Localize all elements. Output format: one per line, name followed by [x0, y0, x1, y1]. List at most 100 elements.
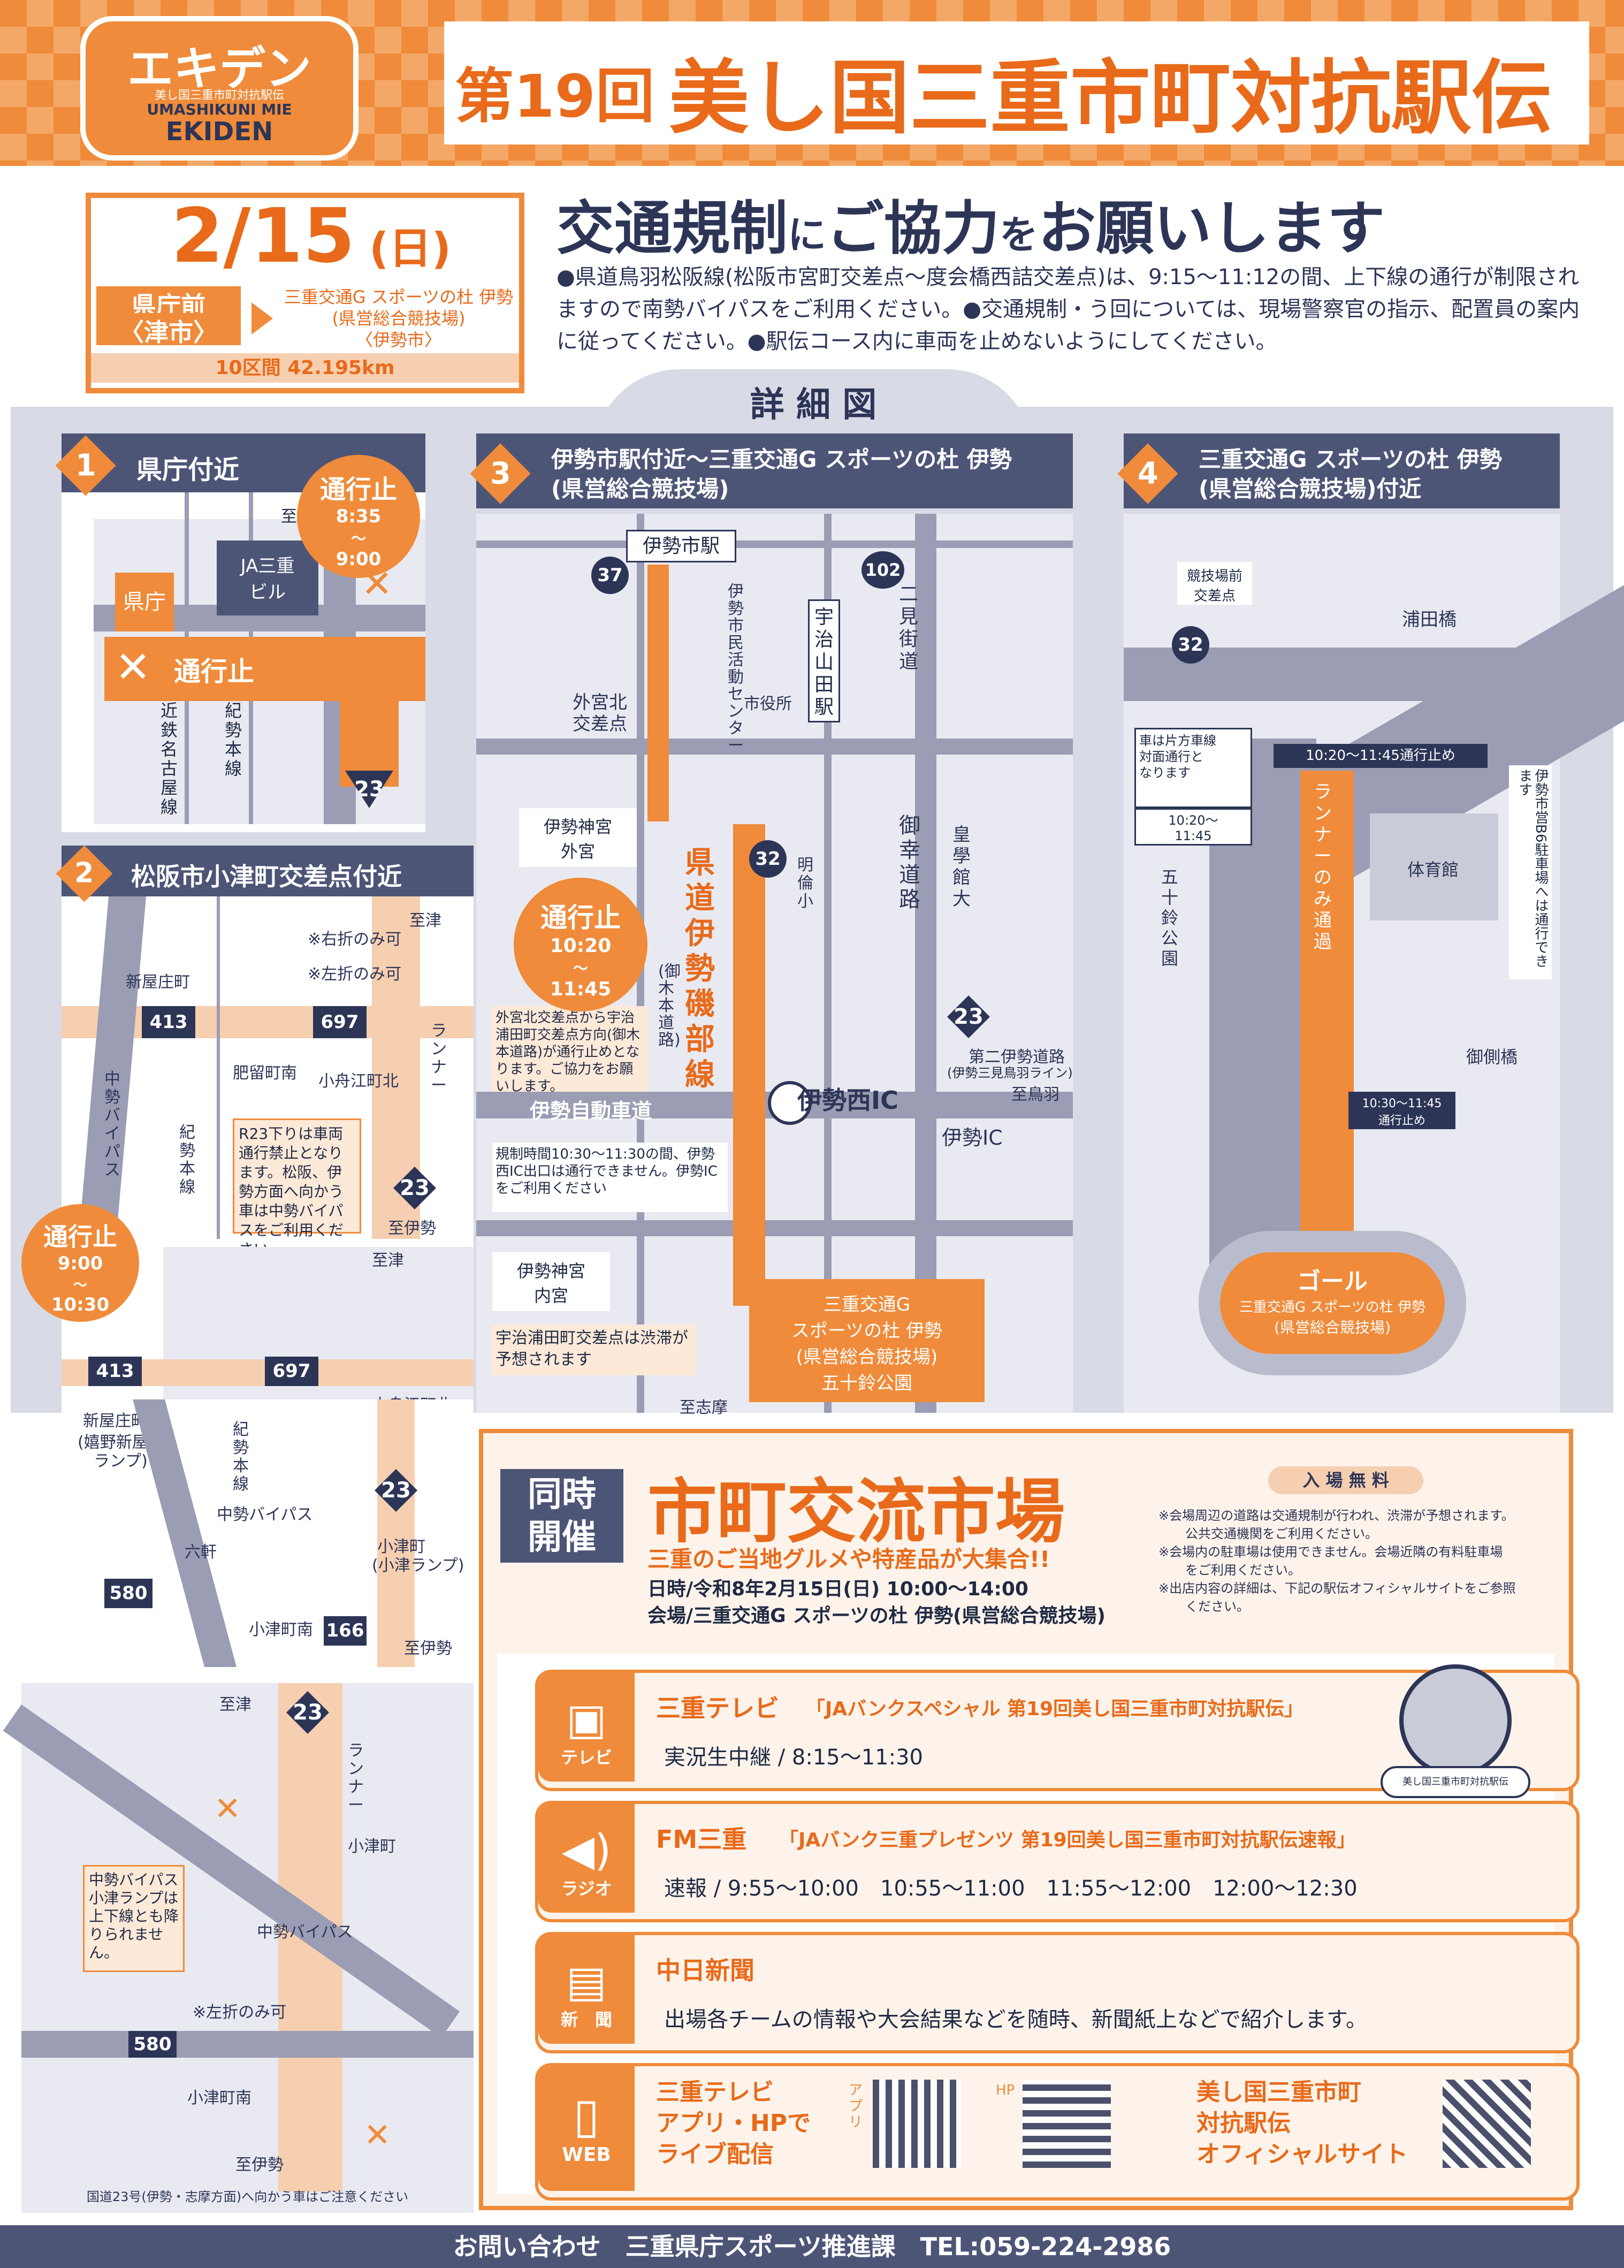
sec2-to-ise2: 至伊勢 [404, 1639, 452, 1658]
sec2-to-tsu2: 至津 [372, 1251, 404, 1270]
sec3-venue1: 三重交通G [823, 1294, 911, 1315]
sec1-ja-building: JA三重 ビル [217, 541, 318, 615]
sec3-time2: 〜 [573, 960, 588, 977]
sec3-title-l2: (県営総合競技場) [551, 476, 729, 502]
mascot-head [1399, 1664, 1512, 1777]
sec2-rail [217, 896, 220, 1239]
sec3-mikimoto: (御木本道路) [658, 962, 681, 1049]
tv-detail: 実況生中継 / 8:15〜11:30 [664, 1745, 924, 1770]
sec2-to-ise3: 至伊勢 [235, 2156, 284, 2174]
sec3-venue3: (県営総合競技場) [796, 1346, 938, 1368]
tv-icon-box: ▣ テレビ [538, 1673, 635, 1782]
sec3-toba: 至鳥羽 [1011, 1085, 1059, 1104]
sec3-civic: 伊勢市民活動センター [728, 582, 744, 755]
radio-program: 「JAバンク三重プレゼンツ 第19回美し国三重市町対抗駅伝速報」 [779, 1829, 1356, 1851]
sec3-naiku1: 伊勢神宮 [516, 1261, 585, 1281]
sec4-parking: 伊勢市営B6駐車場へは通行できます [1509, 765, 1552, 979]
sec2-title: 松阪市小津町交差点付近 [131, 862, 402, 891]
sec3-second-sub: (伊勢三見鳥羽ライン) [947, 1065, 1073, 1080]
sec2-ozu3: 小津町 [348, 1837, 396, 1856]
paper-icon-box: ▤ 新 聞 [538, 1935, 635, 2044]
app-qr-icon[interactable] [873, 2080, 961, 2168]
sec2-bottom-map: 至津 23 ランナー 小津町 中勢バイパス 中勢バイパス小津ランプは上下線とも降… [3, 1683, 474, 2213]
sec4-num: 4 [1137, 456, 1158, 491]
market-when: 日時/令和8年2月15日(日) 10:00〜14:00 [647, 1578, 1028, 1600]
media-web: ▯ WEB 三重テレビ アプリ・HPで ライブ配信 アプリ HP 美し国三重市町… [535, 2063, 1580, 2201]
sec2-road-580 [21, 2031, 474, 2058]
web-o1: 美し国三重市町 [1196, 2079, 1361, 2106]
race-date: 2/15 [171, 193, 355, 280]
official-qr-icon[interactable] [1443, 2080, 1531, 2168]
sec2-ozu-s: 小津町南 [249, 1620, 313, 1639]
sec4-uratabashi: 浦田橋 [1402, 609, 1457, 630]
smartphone-icon: ▯ [573, 2088, 600, 2144]
paper-detail: 出場各チームの情報や大会結果などを随時、新聞紙上などで紹介します。 [664, 2007, 1367, 2032]
sec4-isuzu: 五十鈴公園 [1161, 867, 1179, 969]
sec2-right-only: ※右折のみ可 [308, 930, 402, 949]
sec2-stop: 通行止 [43, 1222, 117, 1251]
logo-en2: EKIDEN [165, 117, 273, 147]
title-number: 第19回 [455, 62, 655, 131]
mascot-illustration: 美し国三重市町対抗駅伝 [1370, 1654, 1541, 1830]
sec2-to-tsu3: 至津 [219, 1695, 251, 1714]
sec2-r580: 580 [104, 1579, 153, 1608]
logo-en1: UMASHIKUNI MIE [147, 101, 292, 118]
sec4-stop2b: 通行止め [1378, 1114, 1425, 1128]
tv-program: 「JAバンクスペシャル 第19回美し国三重市町対抗駅伝」 [806, 1698, 1304, 1720]
sec4-r32: 32 [1172, 626, 1209, 664]
sec2-caution: 国道23号(伊勢・志摩方面)へ向かう車はご注意ください [86, 2189, 409, 2204]
sec4-stop2a: 10:30〜11:45 [1362, 1097, 1442, 1110]
sec2-time3: 10:30 [51, 1294, 110, 1315]
sec3-gegu2: 外宮 [560, 841, 595, 862]
sec1-num: 1 [75, 448, 96, 483]
market-title: 市町交流市場 [647, 1471, 1065, 1552]
sec2-lower-map: 新屋庄町 (嬉野新屋庄 ランプ) 紀勢本線 中勢バイパス 23 小津町 (小津ラ… [62, 1399, 474, 1667]
sec3-venue4: 五十鈴公園 [821, 1373, 912, 1394]
market-note3b: ください。 [1185, 1599, 1249, 1614]
web-o3: オフィシャルサイト [1196, 2141, 1408, 2168]
sec2-chusei-b [133, 1399, 237, 1667]
sec2-time2: 〜 [73, 1277, 87, 1293]
ekiden-logo: エキデン 美し国三重市町対抗駅伝 UMASHIKUNI MIE EKIDEN [80, 16, 359, 161]
sec3-rail-h [476, 541, 1073, 548]
sec1-stop-badge: 通行止 8:35 〜 9:00 [297, 455, 420, 578]
goal-line2: (県営総合競技場) [332, 308, 466, 329]
sec3-shima: 至志摩 [680, 1398, 728, 1417]
market-sub: 三重のご当地グルメや特産品が大集合!! [647, 1546, 1050, 1572]
sec4-goal1: 三重交通G スポーツの杜 伊勢 [1239, 1299, 1426, 1315]
paper-icon-label: 新 聞 [560, 2010, 612, 2030]
sec2-runner3: ランナー [348, 1741, 364, 1815]
sec3-time1: 10:20 [550, 935, 612, 957]
sec2-left-only: ※左折のみ可 [308, 965, 402, 984]
sec2-ureshino2: ランプ) [94, 1452, 148, 1471]
close-icon: ✕ [214, 1790, 241, 1828]
notice-body: ●県道鳥羽松阪線(松阪市宮町交差点〜度会橋西詰交差点)は、9:15〜11:12の… [556, 265, 1580, 354]
web-o2: 対抗駅伝 [1196, 2110, 1291, 2137]
sec3-venue2: スポーツの杜 伊勢 [791, 1320, 943, 1342]
sec4-stop2-box: 10:30〜11:45 通行止め [1348, 1092, 1455, 1129]
sec3-pref-road: 県道伊勢磯部線 [685, 846, 715, 1092]
notice-title-c: ご協力 [826, 195, 1000, 262]
tv-icon-label: テレビ [560, 1747, 612, 1768]
sec2-to-tsu: 至津 [409, 911, 441, 930]
page-title: 美し国三重市町対抗駅伝 [669, 52, 1552, 145]
goal-line3: 〈伊勢市〉 [355, 330, 441, 350]
date-box: 2/15 (日) 県庁前 〈津市〉 三重交通G スポーツの杜 伊勢 (県営総合競… [86, 193, 524, 393]
sec4-header [1124, 433, 1560, 508]
sec3-miyuki: 御幸道路 [899, 813, 920, 912]
sec4-title-l1: 三重交通G スポーツの杜 伊勢 [1199, 446, 1502, 473]
sec3-note3: 宇治浦田町交差点は渋滞が予想されます [492, 1325, 696, 1375]
sec2-r166: 166 [324, 1616, 367, 1646]
web-official-text: 美し国三重市町 対抗駅伝 オフィシャルサイト [1196, 2077, 1408, 2170]
sec3-r23: 23 [947, 995, 990, 1038]
hp-qr-icon[interactable] [1023, 2080, 1111, 2168]
sec1-kencho: 県庁 [115, 573, 174, 631]
sec3-num: 3 [490, 456, 511, 491]
sec2-r580b: 580 [128, 2031, 177, 2058]
sec1-title: 県庁付近 [136, 455, 240, 485]
sec4-runner-lane [1300, 771, 1354, 1236]
sec2-header [62, 846, 474, 896]
sec2-chusei2: 中勢バイパス [217, 1505, 313, 1524]
sec2-num: 2 [74, 857, 94, 889]
tv-station: 三重テレビ [656, 1694, 779, 1723]
